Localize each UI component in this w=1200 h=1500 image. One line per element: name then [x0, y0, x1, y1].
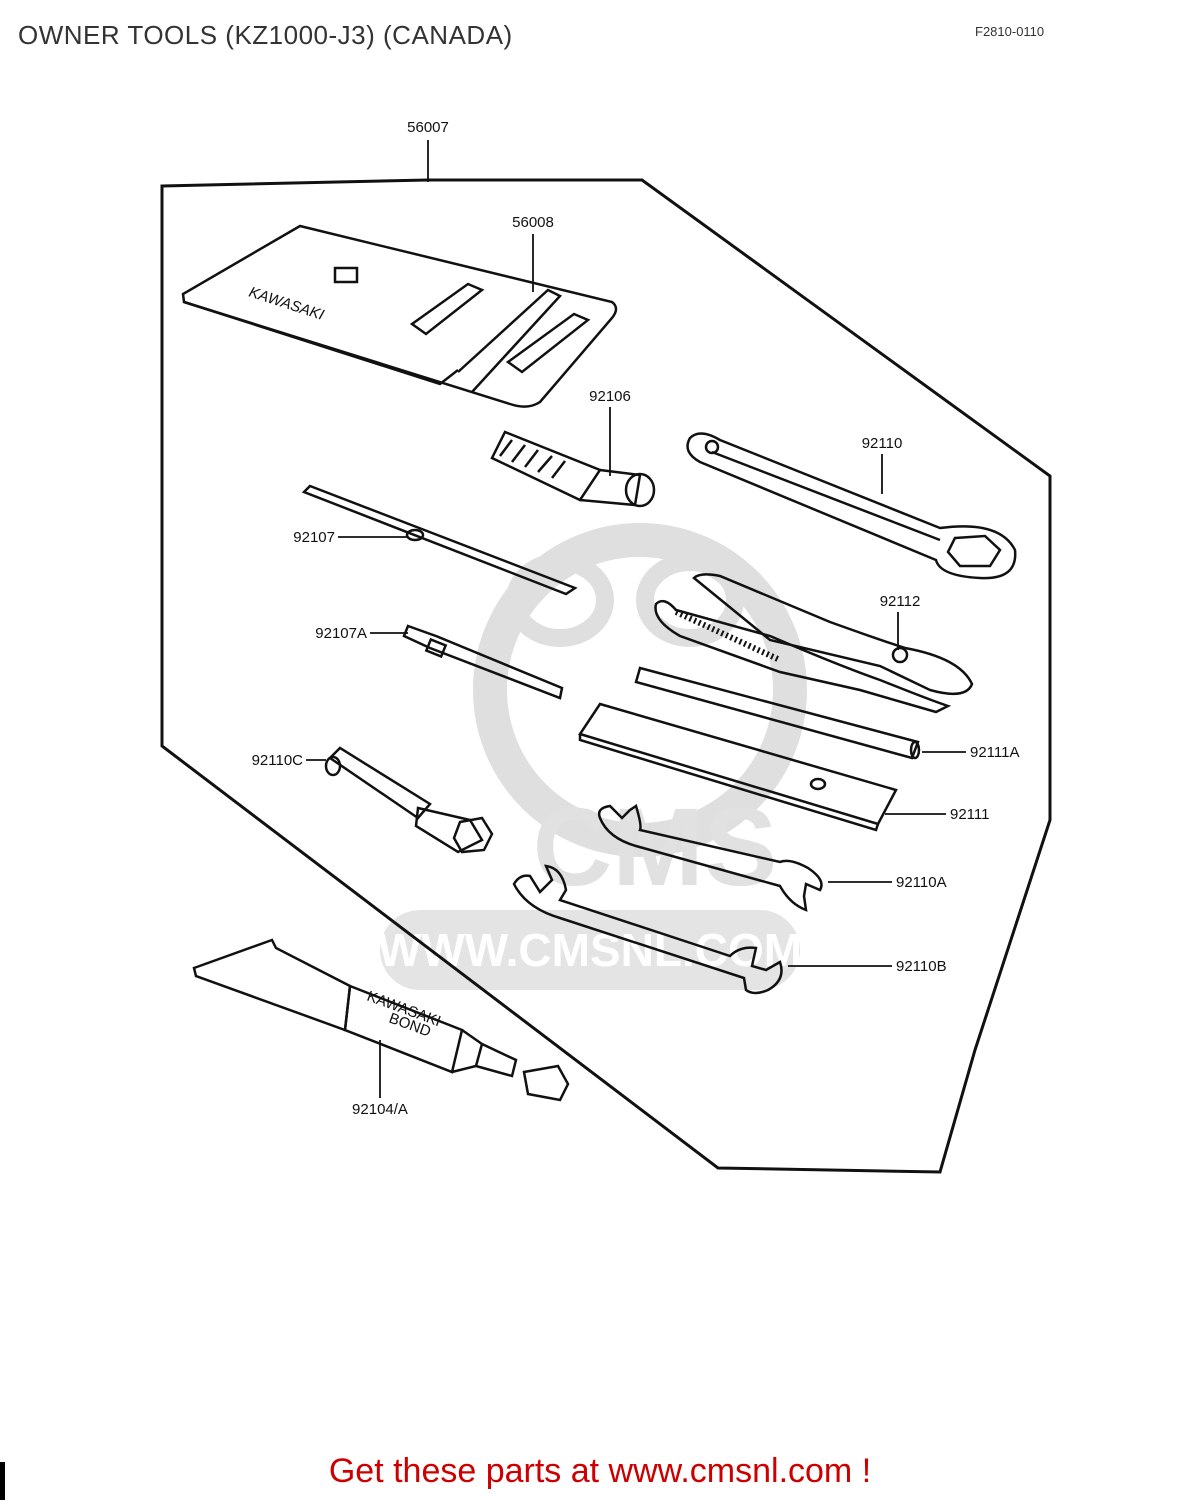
- handle-ridges: [499, 439, 566, 479]
- pliers-lower-handle: [654, 599, 952, 714]
- pliers-pivot: [891, 646, 909, 664]
- screwdriver-handle: [490, 430, 656, 508]
- ring-wrench-ridge: [711, 450, 941, 542]
- label-92110c: 92110C: [252, 752, 304, 769]
- box-socket-body: [414, 806, 484, 854]
- watermark-eye-right: [636, 553, 744, 647]
- bag-slot-1: [409, 282, 485, 336]
- watermark: CMS WWW.CMSNL.COM: [378, 523, 807, 990]
- bag-fold: [457, 288, 563, 393]
- watermark-ring: [473, 523, 807, 857]
- reference-code: F2810-0110: [975, 24, 1045, 39]
- label-56007: 56007: [407, 119, 449, 136]
- flat-bar: [578, 702, 898, 832]
- bag-tag: [333, 266, 359, 284]
- handle-socket-end: [624, 472, 656, 508]
- label-92107a: 92107A: [315, 625, 367, 642]
- kit-outline: [160, 178, 1052, 1174]
- pliers-grip: [674, 609, 782, 663]
- screwdriver-shaft: [301, 484, 578, 596]
- watermark-url: WWW.CMSNL.COM: [378, 924, 802, 976]
- tool-bag: KAWASAKI: [181, 224, 618, 408]
- corner-mark: [0, 1462, 5, 1500]
- pliers: [654, 573, 974, 714]
- ring-wrench-hole: [704, 439, 720, 455]
- label-92111: 92111: [950, 806, 990, 823]
- bag-body: [181, 224, 618, 408]
- label-92110: 92110: [862, 435, 903, 452]
- screwdriver-a-collar: [424, 637, 448, 659]
- label-92112: 92112: [880, 593, 921, 610]
- wrench-b-body: [512, 864, 783, 995]
- watermark-eye-left: [506, 553, 614, 647]
- bond-tube-nozzle: [475, 1042, 518, 1078]
- label-92107: 92107: [293, 529, 335, 546]
- label-92104a: 92104/A: [352, 1101, 408, 1118]
- screwdriver: [301, 484, 578, 596]
- label-92110a: 92110A: [896, 874, 947, 891]
- label-92106: 92106: [589, 388, 631, 405]
- watermark-brand: CMS: [533, 786, 777, 909]
- bag-slot-2: [505, 312, 591, 374]
- pliers-upper-handle: [692, 573, 974, 696]
- screwdriver-a: [402, 624, 564, 700]
- handle-grip: [490, 430, 602, 502]
- bag-flap-edge: [183, 300, 459, 386]
- wrench-a-body: [597, 804, 823, 912]
- label-92111a: 92111A: [970, 744, 1020, 761]
- ring-wrench-hex: [946, 534, 1002, 568]
- bond-tube-cap: [522, 1064, 570, 1102]
- bag-brand-text: KAWASAKI: [247, 284, 326, 324]
- footer-link[interactable]: Get these parts at www.cmsnl.com !: [328, 1452, 872, 1490]
- bar-end: [909, 740, 921, 760]
- bond-tube-shoulder: [451, 1028, 484, 1074]
- handle-neck: [579, 468, 642, 507]
- label-56008: 56008: [512, 214, 554, 231]
- box-socket: [324, 746, 494, 854]
- box-socket-rod-end: [324, 755, 342, 777]
- bar: [634, 666, 921, 760]
- flat-bar-edge: [578, 734, 880, 832]
- label-92110b: 92110B: [896, 958, 947, 975]
- ring-wrench-body: [686, 432, 1017, 580]
- page-title: OWNER TOOLS (KZ1000-J3) (CANADA): [18, 20, 513, 50]
- bond-tube-crimp: [192, 938, 352, 1032]
- leader-lines: [306, 140, 966, 1098]
- box-socket-hex: [452, 816, 494, 854]
- flat-bar-hole: [809, 777, 827, 791]
- ring-wrench: [686, 432, 1017, 580]
- screwdriver-hole: [405, 528, 425, 542]
- watermark-url-pill: [380, 910, 800, 990]
- wrench-a: [597, 804, 823, 912]
- bar-body: [634, 666, 920, 760]
- wrench-b: [512, 864, 783, 995]
- box-socket-rod: [328, 746, 432, 820]
- screwdriver-a-shaft: [402, 624, 564, 700]
